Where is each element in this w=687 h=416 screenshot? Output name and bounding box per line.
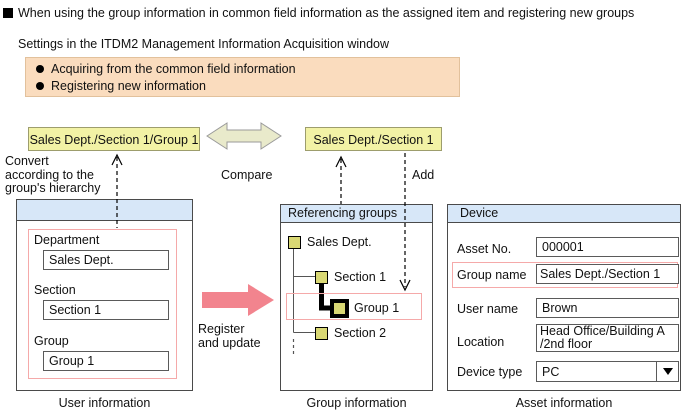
device-titlebar: Device (448, 205, 680, 223)
group1-highlight-outline (286, 293, 422, 320)
settings-item: Acquiring from the common field informat… (36, 61, 459, 76)
tree-node-sales-dept[interactable]: Sales Dept. (307, 235, 372, 249)
lookup-dashed-arrow (335, 155, 347, 204)
section-field[interactable]: Section 1 (43, 300, 169, 320)
location-label: Location (457, 335, 505, 349)
tree-node-section1[interactable]: Section 1 (334, 270, 387, 284)
tree-node-section2[interactable]: Section 2 (334, 326, 387, 340)
department-field[interactable]: Sales Dept. (43, 250, 169, 270)
group-name-field[interactable]: Sales Dept./Section 1 (536, 264, 679, 284)
device-window: Device Asset No. 000001 Group name Sales… (447, 204, 681, 391)
chevron-down-icon (662, 368, 673, 375)
user-fields-highlight-outline (28, 229, 177, 379)
group-label: Group (34, 334, 69, 348)
user-name-field[interactable]: Brown (536, 298, 679, 318)
compare-label: Compare (221, 168, 273, 182)
asset-no-field[interactable]: 000001 (536, 237, 679, 257)
location-field[interactable]: Head Office/Building A /2nd floor (536, 324, 679, 352)
diagram-title: When using the group information in comm… (18, 6, 635, 20)
circle-bullet-icon (36, 64, 44, 73)
settings-box: Acquiring from the common field informat… (25, 57, 460, 97)
department-label: Department (34, 233, 100, 247)
group-node-icon (315, 327, 328, 340)
settings-item-label: Registering new information (51, 78, 206, 93)
dropdown-button[interactable] (656, 362, 678, 381)
asset-panel-caption: Asset information (515, 396, 613, 410)
user-information-window: Department Sales Dept. Section Section 1… (16, 199, 193, 391)
converted-group-path-label: Sales Dept./Section 1/Group 1 (28, 127, 200, 151)
settings-item: Registering new information (36, 78, 459, 93)
group-panel-caption: Group information (306, 396, 407, 410)
device-type-label: Device type (457, 365, 523, 379)
register-note: Register and update (198, 322, 261, 350)
acquired-group-path-label: Sales Dept./Section 1 (305, 127, 442, 151)
register-arrow (202, 284, 274, 316)
group-node-selected-icon (330, 299, 349, 318)
group-name-label: Group name (457, 268, 527, 282)
tree-node-group1[interactable]: Group 1 (354, 301, 400, 315)
compare-double-arrow (206, 122, 282, 150)
group-node-icon (288, 236, 301, 249)
group-information-window: Referencing groups Sales Dept. Section 1… (280, 204, 433, 391)
convert-note: Convert according to the group's hierarc… (5, 154, 101, 195)
add-label: Add (412, 168, 435, 182)
device-type-value: PC (542, 364, 560, 379)
section-label: Section (34, 283, 76, 297)
referencing-groups-titlebar: Referencing groups (281, 205, 432, 223)
device-type-dropdown[interactable]: PC (536, 361, 679, 382)
group-node-icon (315, 271, 328, 284)
group-field[interactable]: Group 1 (43, 351, 169, 371)
user-panel-caption: User information (58, 396, 151, 410)
circle-bullet-icon (36, 81, 44, 90)
square-bullet-icon (3, 8, 13, 18)
settings-item-label: Acquiring from the common field informat… (51, 61, 296, 76)
asset-no-label: Asset No. (457, 242, 512, 256)
settings-subtitle: Settings in the ITDM2 Management Informa… (18, 37, 390, 51)
user-window-titlebar (17, 200, 192, 221)
user-name-label: User name (457, 302, 519, 316)
